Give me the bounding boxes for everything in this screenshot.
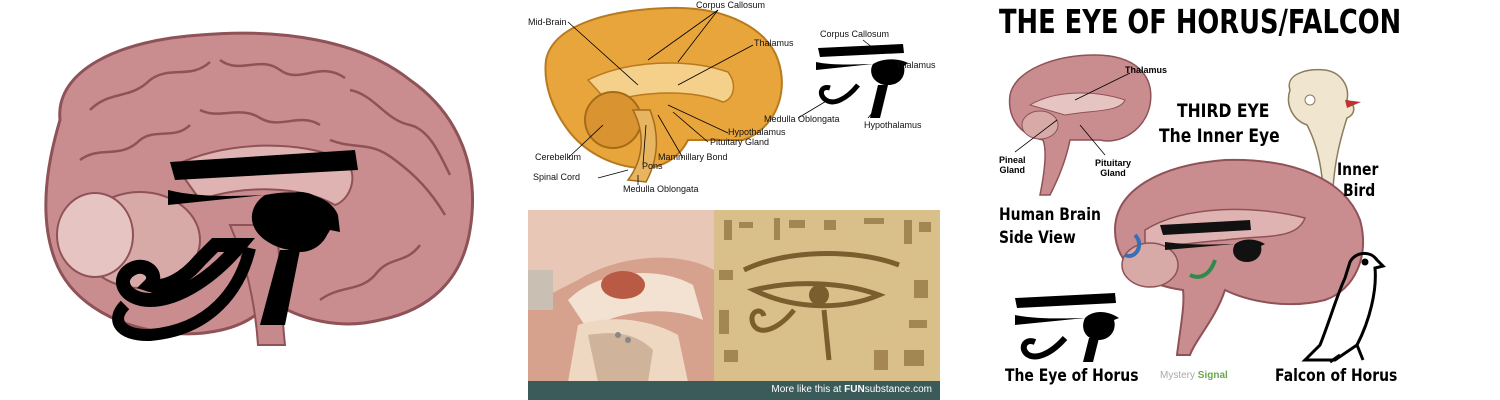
inner-bird-line-2: Bird bbox=[1343, 181, 1376, 201]
label-eye-thalamus: Thalamus bbox=[896, 60, 936, 70]
label-medulla-oblongata: Medulla Oblongata bbox=[623, 184, 699, 194]
large-brain-eye-overlay bbox=[1124, 220, 1265, 279]
poster-illustrations bbox=[1008, 54, 1386, 364]
label-pituitary-gland: Pituitary Gland bbox=[710, 137, 770, 147]
label-right-thalamus: Thalamus bbox=[1125, 65, 1168, 75]
footer-suffix: .com bbox=[910, 384, 932, 395]
label-cerebellum: Cerebellum bbox=[535, 152, 582, 162]
funsubstance-footer: More like this at FUNsubstance.com bbox=[528, 381, 940, 400]
label-pineal-gland: Pineal Gland bbox=[999, 155, 1026, 175]
label-eye-hypothalamus: Hypothalamus bbox=[864, 120, 922, 130]
small-brain-leaders bbox=[1014, 72, 1131, 156]
poster-title: THE EYE OF HORUS/FALCON bbox=[999, 2, 1402, 41]
inner-bird-line-1: Inner bbox=[1337, 160, 1379, 180]
eye-of-horus-overlay bbox=[112, 150, 358, 342]
label-pituitary-gland-right: Pituitary Gland bbox=[1095, 158, 1131, 178]
left-brain-eye-illustration bbox=[0, 0, 500, 400]
pineal-line-2: Gland bbox=[999, 165, 1026, 175]
eye-diagram-icon bbox=[816, 44, 908, 118]
orange-cerebellum bbox=[584, 91, 642, 149]
human-brain-heading: Human Brain bbox=[999, 205, 1101, 225]
falcon-of-horus-caption: Falcon of Horus bbox=[1275, 366, 1398, 386]
label-hypothalamus: Hypothalamus bbox=[728, 127, 786, 137]
middle-anatomy-collage: Corpus Callosum Mid-Brain Thalamus Hypot… bbox=[528, 0, 940, 400]
footer-prefix: More like this at bbox=[771, 384, 845, 395]
label-pons: Pons bbox=[642, 161, 663, 171]
falcon-of-horus-icon bbox=[1301, 252, 1386, 364]
labeled-brain-diagram bbox=[544, 6, 908, 185]
footer-brand-bold: FUN bbox=[844, 384, 865, 395]
right-eye-of-horus-falcon-poster: THE EYE OF HORUS/FALCON bbox=[985, 0, 1500, 400]
pineal-line-1: Pineal bbox=[999, 155, 1026, 165]
label-mammillary-bond: Mammillary Bond bbox=[658, 152, 728, 162]
mystery-signal-watermark: Mystery Signal bbox=[1160, 370, 1228, 381]
brain-eye-svg bbox=[44, 31, 474, 346]
inner-eye-heading: The Inner Eye bbox=[1159, 125, 1280, 147]
leader-lines bbox=[567, 9, 904, 185]
side-view-heading: Side View bbox=[999, 228, 1076, 248]
hieroglyph-glyphs bbox=[719, 218, 931, 370]
label-mid-brain: Mid-Brain bbox=[528, 17, 567, 27]
watermark-signal: Signal bbox=[1197, 370, 1228, 381]
third-eye-heading: THIRD EYE bbox=[1177, 100, 1270, 122]
eye-of-horus-caption: The Eye of Horus bbox=[1005, 366, 1139, 386]
carved-eye-of-horus bbox=[742, 251, 900, 361]
label-eye-corpus-callosum: Corpus Callosum bbox=[820, 29, 890, 39]
watermark-mystery: Mystery bbox=[1160, 370, 1195, 381]
pituitary-line-2: Gland bbox=[1100, 168, 1126, 178]
pituitary-line-1: Pituitary bbox=[1095, 158, 1132, 168]
orange-brainstem bbox=[626, 109, 658, 183]
label-spinal-cord: Spinal Cord bbox=[533, 172, 581, 182]
label-thalamus: Thalamus bbox=[754, 38, 794, 48]
footer-brand-rest: substance bbox=[864, 384, 911, 395]
eye-of-horus-icon bbox=[1015, 293, 1119, 362]
label-eye-medulla-oblongata: Medulla Oblongata bbox=[764, 114, 840, 124]
brain-dissection-photo bbox=[528, 210, 714, 382]
hieroglyph-carving-photo bbox=[714, 210, 940, 382]
label-corpus-callosum: Corpus Callosum bbox=[696, 0, 766, 10]
